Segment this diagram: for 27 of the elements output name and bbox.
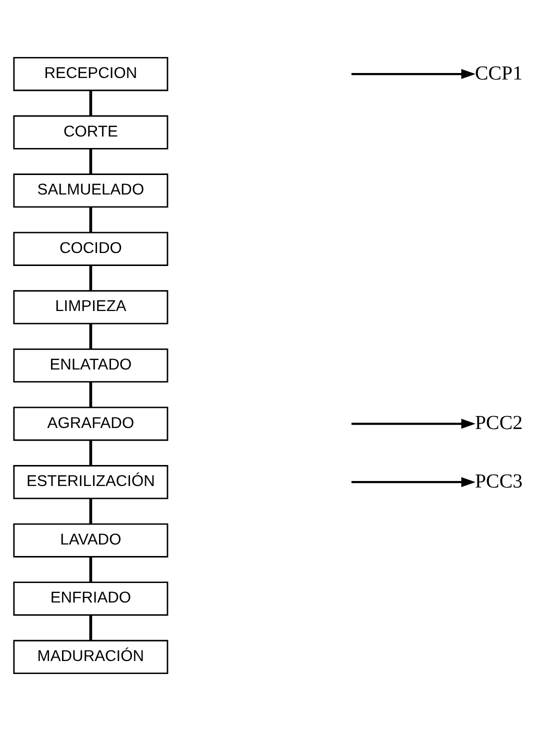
node-box: ENFRIADO (13, 582, 168, 616)
node-box: ESTERILIZACIÓN (13, 465, 168, 500)
node-box: MADURACIÓN (13, 640, 168, 674)
node-box: LIMPIEZA (13, 290, 168, 324)
node-box: ENLATADO (13, 348, 168, 383)
node-box: SALMUELADO (13, 174, 168, 208)
connector (89, 556, 92, 582)
node-box: CORTE (13, 115, 168, 150)
connector (89, 207, 92, 232)
arrow (351, 418, 476, 429)
node-box: AGRAFADO (13, 406, 168, 441)
connector (89, 382, 92, 408)
node-box: RECEPCION (13, 56, 168, 92)
connector (89, 90, 92, 116)
arrow (351, 69, 476, 80)
connector (89, 615, 92, 640)
node-text: PCC3 (474, 470, 523, 492)
node-text: CCP1 (474, 62, 523, 84)
node-text: PCC2 (474, 412, 523, 434)
connector (89, 324, 92, 349)
connector (89, 498, 92, 524)
node-box: LAVADO (13, 523, 168, 558)
connector (89, 440, 92, 466)
connector (89, 266, 92, 291)
node-box: COCIDO (13, 232, 168, 266)
connector (89, 148, 92, 174)
arrow (351, 477, 476, 488)
